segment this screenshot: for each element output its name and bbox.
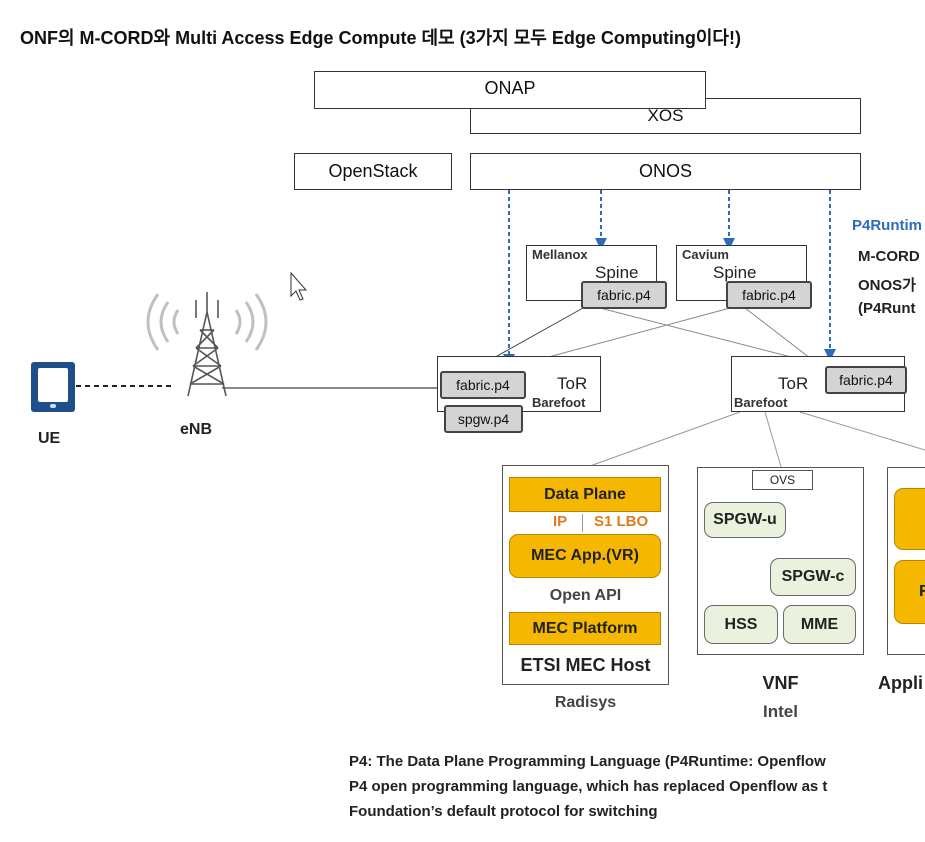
page-title: ONF의 M-CORD와 Multi Access Edge Compute 데… xyxy=(20,28,741,48)
footer-line: P4: The Data Plane Programming Language … xyxy=(349,753,826,770)
onos-label: ONOS xyxy=(638,161,692,181)
enb-label: eNB xyxy=(180,421,213,438)
tor1-fabric-p4: fabric.p4 xyxy=(440,371,526,399)
footer-line: P4 open programming language, which has … xyxy=(349,778,828,795)
openstack-label: OpenStack xyxy=(328,161,418,181)
mec-ip-label: IP xyxy=(553,513,568,530)
xos-label: XOS xyxy=(647,106,684,125)
mec-open-api: Open API xyxy=(549,587,622,604)
vnf-mme: MME xyxy=(783,605,856,644)
tor2-fabric-p4: fabric.p4 xyxy=(825,366,907,394)
mec-vendor: Radisys xyxy=(554,694,617,711)
onap-label-front: ONAP xyxy=(484,77,536,98)
tor-barefoot-2: ToR Barefoot xyxy=(731,356,905,412)
tor-vendor: Barefoot xyxy=(532,395,586,410)
tor-vendor: Barefoot xyxy=(734,395,788,410)
p4runtime-note-line: M-CORD xyxy=(858,248,920,265)
onos-box: ONOS xyxy=(470,153,861,190)
p4runtime-note-title: P4Runtim xyxy=(852,217,923,234)
spine-vendor: Mellanox xyxy=(532,247,588,262)
ovs-label: OVS xyxy=(769,473,796,487)
vnf-spgw-u: SPGW-u xyxy=(704,502,786,538)
openstack-box: OpenStack xyxy=(294,153,452,190)
ue-label: UE xyxy=(38,430,61,447)
third-box-r-label: R xyxy=(919,583,925,600)
mec-platform: MEC Platform xyxy=(509,612,661,645)
mec-host-label: ETSI MEC Host xyxy=(520,655,651,675)
vnf-vendor: Intel xyxy=(763,702,798,721)
third-yellow-box-r: R xyxy=(894,560,925,624)
mec-data-plane: Data Plane xyxy=(509,477,661,512)
tor-label: ToR xyxy=(557,374,588,393)
mec-s1lbo-label: S1 LBO xyxy=(594,513,649,530)
third-yellow-box xyxy=(894,488,925,550)
spine-vendor: Cavium xyxy=(682,247,729,262)
onap-box-front: ONAP xyxy=(314,71,706,109)
vnf-hss: HSS xyxy=(704,605,778,644)
ovs-box: OVS xyxy=(752,470,813,490)
vnf-label: VNF xyxy=(762,673,799,693)
p4runtime-note-line: ONOS가 xyxy=(858,277,916,294)
spine-cavium-p4: fabric.p4 xyxy=(726,281,812,309)
tor1-spgw-p4: spgw.p4 xyxy=(444,405,523,433)
vnf-spgw-c: SPGW-c xyxy=(770,558,856,596)
spine-label: Spine xyxy=(595,263,639,282)
third-host-label: Appli xyxy=(878,673,923,693)
footer-line: Foundation’s default protocol for switch… xyxy=(349,803,658,820)
spine-mellanox-p4: fabric.p4 xyxy=(581,281,667,309)
mec-separator xyxy=(582,514,583,532)
tor-label: ToR xyxy=(778,374,809,393)
p4runtime-note-line: (P4Runt xyxy=(858,300,916,317)
ue-device-icon xyxy=(31,362,75,412)
mec-app: MEC App.(VR) xyxy=(509,534,661,578)
spine-label: Spine xyxy=(713,263,757,282)
